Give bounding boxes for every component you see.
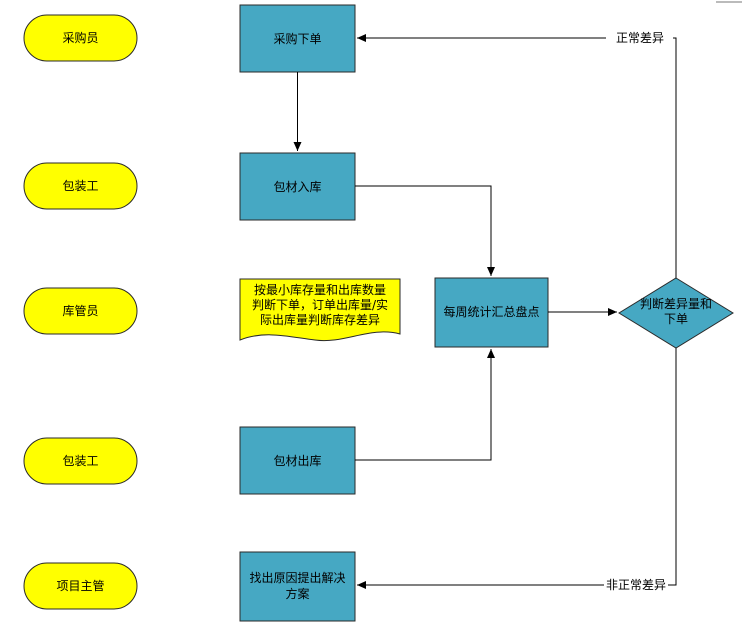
process-label: 包材出库 <box>273 453 321 468</box>
process-label: 采购下单 <box>273 31 321 46</box>
role-label: 包装工 <box>62 454 98 468</box>
role-oval <box>23 437 138 485</box>
edge-label-abnormal: 非正常差异 <box>606 578 666 592</box>
role-oval <box>23 162 138 210</box>
decision-diamond: 判断差异量和 下单 <box>618 277 734 349</box>
process-material-in: 包材入库 <box>239 152 356 221</box>
edge-label-normal: 正常差异 <box>616 31 664 45</box>
note-document: 按最小库存量和出库数量 判断下单，订单出库量/实 际出库量判断库存差异 <box>239 278 401 342</box>
role-oval <box>23 562 138 610</box>
role-oval <box>23 14 138 62</box>
decision-line-1: 判断差异量和 <box>640 296 712 311</box>
role-packer-1: 包装工 <box>23 162 138 210</box>
role-label: 项目主管 <box>56 578 104 593</box>
role-label: 库管员 <box>62 303 98 318</box>
process-label-line2: 方案 <box>285 586 309 601</box>
edge-normal-upper <box>673 37 677 278</box>
process-find-cause: 找出原因提出解决 方案 <box>239 551 356 622</box>
process-box <box>434 277 549 348</box>
role-project-manager: 项目主管 <box>23 562 138 610</box>
role-label: 采购员 <box>62 30 98 45</box>
role-warehouse-keeper: 库管员 <box>23 287 138 335</box>
process-purchase-order: 采购下单 <box>239 4 356 73</box>
process-material-out: 包材出库 <box>239 426 356 495</box>
note-shape <box>239 278 401 342</box>
edge-abnormal-lower <box>668 348 677 586</box>
process-box <box>239 426 356 495</box>
process-weekly-check: 每周统计汇总盘点 <box>434 277 549 348</box>
note-line-1: 按最小库存量和出库数量 <box>254 282 386 297</box>
note-line-2: 判断下单，订单出库量/实 <box>252 297 388 312</box>
process-label: 包材入库 <box>273 179 321 194</box>
role-oval <box>23 287 138 335</box>
process-label: 每周统计汇总盘点 <box>443 304 539 319</box>
edge-in-to-check <box>355 185 495 276</box>
note-line-3: 际出库量判断库存差异 <box>260 312 380 327</box>
edge-out-to-check <box>355 349 495 461</box>
process-box <box>239 551 356 622</box>
role-purchaser: 采购员 <box>23 14 138 62</box>
process-label-line1: 找出原因提出解决 <box>249 570 345 585</box>
decision-line-2: 下单 <box>664 312 688 326</box>
role-packer-2: 包装工 <box>23 437 138 485</box>
process-box <box>239 152 356 221</box>
role-label: 包装工 <box>62 179 98 193</box>
